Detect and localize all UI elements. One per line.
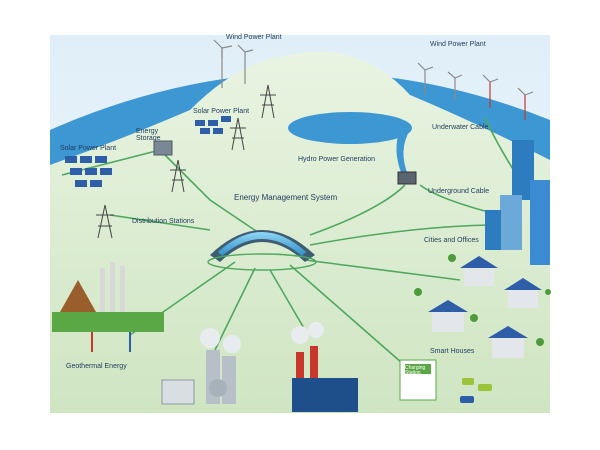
ems-building-icon [207, 230, 317, 271]
wind-turbine-icon-group-top [213, 39, 254, 88]
grid-line-hydro [309, 184, 406, 236]
label-geothermal: Geothermal Energy [66, 363, 127, 370]
label-wind-plant-top: Wind Power Plant [226, 34, 282, 41]
grid-line-charging [289, 264, 411, 371]
house-icon-group [428, 256, 542, 358]
transmission-tower-icon-group [96, 84, 276, 239]
grid-line-distribution [109, 214, 211, 231]
label-underwater-cable: Underwater Cable [432, 124, 489, 131]
label-underground-cable: Underground Cable [428, 188, 490, 195]
label-energy-storage: Energy Storage [136, 128, 161, 142]
solar-panel-icon-left [65, 156, 112, 187]
grid-line-factory [269, 269, 306, 331]
label-distribution: Distribution Stations [132, 218, 195, 225]
solar-panel-icon-mountain [195, 116, 231, 134]
label-solar-plant-left: Solar Power Plant [60, 145, 117, 152]
tree-icon-group [414, 254, 551, 346]
geothermal-volcano-icon [52, 262, 164, 352]
grid-line-powerplant [214, 267, 256, 351]
label-hydro: Hydro Power Generation [298, 156, 376, 163]
label-wind-plant-right: Wind Power Plant [430, 41, 486, 48]
power-plant-icon [161, 328, 241, 405]
wind-turbine-icon-group-right [417, 62, 534, 120]
label-cities: Cities and Offices [424, 237, 479, 244]
grid-connections [61, 117, 521, 371]
factory-icon [291, 322, 358, 412]
hydro-station-icon [397, 171, 417, 185]
electric-car-icon-group [460, 378, 492, 403]
sea-arc [50, 72, 550, 175]
label-solar-plant-mountain: Solar Power Plant [193, 108, 250, 115]
energy-storage-icon [153, 140, 173, 156]
hills [50, 51, 550, 414]
label-charging-sign: Charging Station [405, 365, 426, 376]
hydro-river [396, 130, 410, 175]
grid-line-cities [309, 224, 501, 246]
hydro-lake [288, 112, 412, 144]
charging-station-icon [399, 359, 437, 401]
grid-line-houses [304, 259, 461, 281]
label-smart-houses: Smart Houses [430, 348, 475, 355]
skyscraper-icon-group [485, 140, 550, 265]
label-ems: Energy Management System [234, 193, 338, 202]
